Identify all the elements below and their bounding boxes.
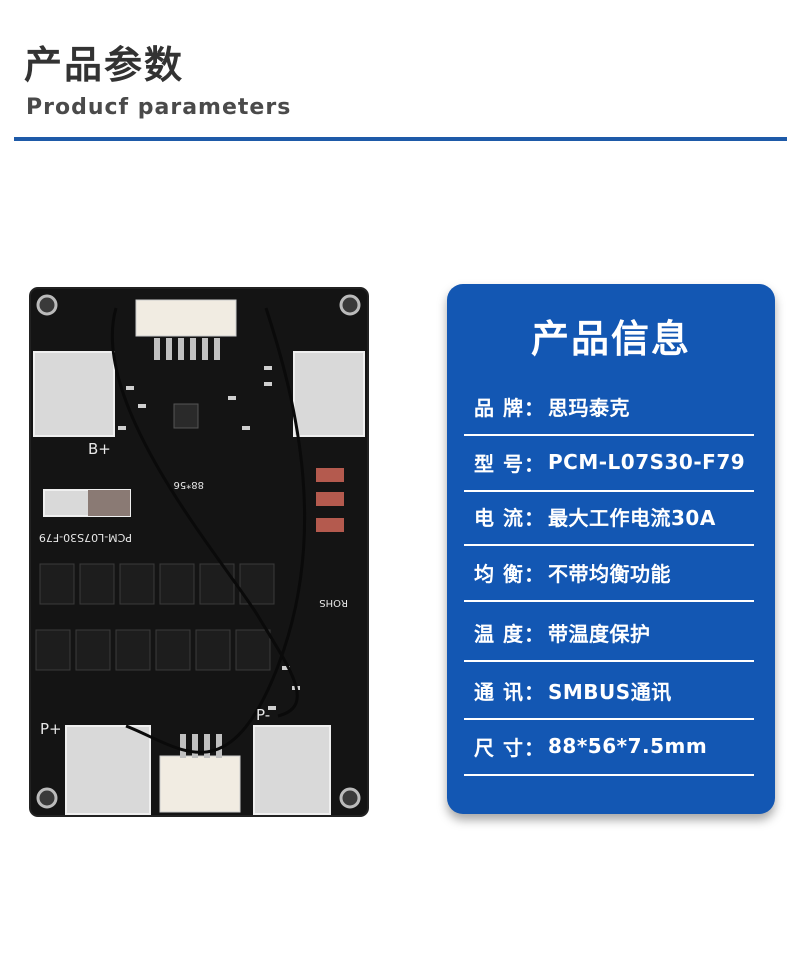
- card-title: 产品信息: [530, 317, 691, 361]
- pcb-label-p-plus: P+: [40, 720, 62, 738]
- spec-label: 温 度：: [474, 621, 545, 646]
- spec-value: 思玛泰克: [548, 395, 630, 420]
- pcb-label-model: PCM-L07S30-F79: [39, 531, 132, 544]
- pcb-board-image: B+ P+ P- PCM-L07S30-F79 ROHS 88*56: [28, 286, 370, 818]
- spec-row-balance: 均 衡： 不带均衡功能: [464, 544, 754, 602]
- spec-value: 不带均衡功能: [548, 561, 671, 586]
- spec-row-brand: 品 牌： 思玛泰克: [464, 378, 754, 436]
- spec-row-model: 型 号： PCM-L07S30-F79: [464, 434, 754, 492]
- spec-label: 电 流：: [474, 505, 545, 530]
- product-info-card: 产品信息 品 牌： 思玛泰克 型 号： PCM-L07S30-F79 电 流： …: [447, 284, 775, 814]
- spec-value: PCM-L07S30-F79: [548, 450, 746, 474]
- spec-label: 型 号：: [474, 451, 545, 476]
- title-divider: [14, 137, 787, 141]
- spec-row-temperature: 温 度： 带温度保护: [464, 604, 754, 662]
- spec-row-size: 尺 寸： 88*56*7.5mm: [464, 718, 754, 776]
- page-subtitle: Producf parameters: [26, 95, 292, 120]
- spec-label: 通 讯：: [474, 679, 545, 704]
- spec-row-communication: 通 讯： SMBUS通讯: [464, 662, 754, 720]
- page-title: 产品参数: [24, 43, 185, 87]
- spec-value: 最大工作电流30A: [548, 505, 716, 530]
- spec-row-current: 电 流： 最大工作电流30A: [464, 488, 754, 546]
- spec-label: 均 衡：: [474, 561, 545, 586]
- spec-value: 88*56*7.5mm: [548, 734, 708, 758]
- pcb-label-p-minus: P-: [256, 706, 270, 724]
- spec-value: SMBUS通讯: [548, 679, 672, 704]
- pcb-label-rohs: ROHS: [319, 597, 348, 608]
- pcb-label-top-marks: 88*56: [174, 479, 204, 490]
- spec-label: 品 牌：: [474, 395, 545, 420]
- spec-label: 尺 寸：: [474, 735, 545, 760]
- pcb-label-b-plus: B+: [88, 440, 111, 458]
- spec-value: 带温度保护: [548, 621, 651, 646]
